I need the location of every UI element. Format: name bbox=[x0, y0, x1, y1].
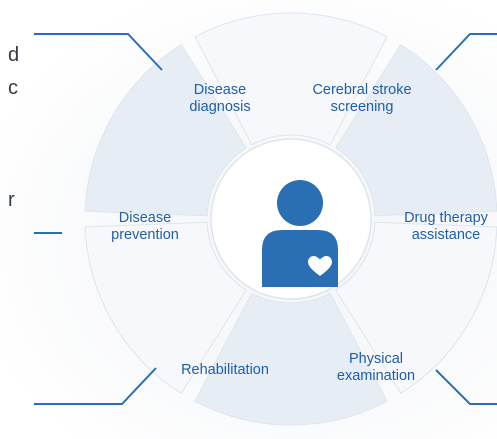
heart-icon bbox=[308, 256, 332, 276]
callout-line-bottom-right bbox=[435, 369, 497, 405]
text-fragment-r: r bbox=[8, 189, 15, 211]
wheel-seg-physical-exam bbox=[194, 292, 388, 426]
wheel-seg-disease-prevention bbox=[84, 43, 247, 217]
text-fragment-c: c bbox=[8, 77, 18, 99]
wheel-seg-drug-therapy bbox=[335, 221, 497, 395]
wheel-seg-rehabilitation bbox=[84, 221, 247, 395]
callout-line-top-right bbox=[435, 33, 497, 71]
wheel-seg-disease-diagnosis bbox=[194, 12, 388, 146]
callout-line-bottom-left bbox=[34, 367, 157, 405]
callout-line-top-left bbox=[34, 33, 163, 71]
label-rehabilitation: Rehabilitation bbox=[181, 362, 269, 378]
text-fragment-d: d bbox=[8, 44, 20, 66]
wheel-seg-cerebral-stroke bbox=[335, 43, 497, 217]
